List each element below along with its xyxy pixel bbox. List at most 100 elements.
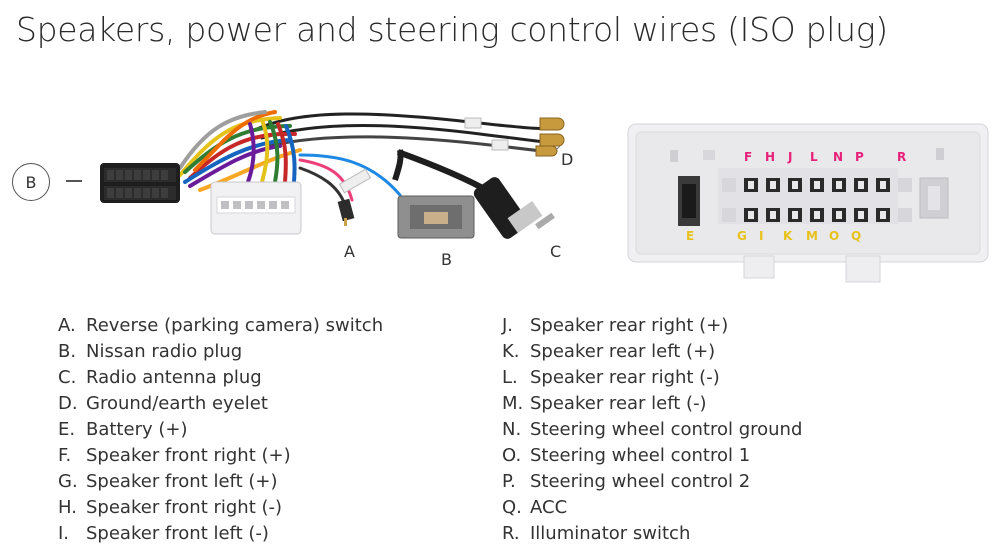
wire-bundle [178, 110, 302, 192]
legend-text: Ground/earth eyelet [86, 393, 268, 414]
nissan-plug-icon [392, 149, 475, 239]
legend-item: D. Ground/earth eyelet [58, 391, 383, 417]
connector-face-icon [627, 123, 989, 283]
legend-item: K. Speaker rear left (+) [502, 339, 802, 365]
legend-item: G.Speaker front left (+) [58, 469, 383, 495]
legend-letter: K. [502, 341, 520, 362]
legend-text: Illuminator switch [530, 523, 691, 544]
connector-pins [722, 178, 912, 222]
badge-leader [66, 180, 82, 182]
pin-contact [836, 181, 842, 189]
legend-text: Speaker rear right (+) [530, 315, 729, 336]
legend-text: Speaker rear left (-) [530, 393, 707, 414]
legend-letter: H. [58, 497, 77, 518]
pin-socket [898, 178, 912, 192]
pin-letter: I [759, 229, 764, 243]
pin-socket [722, 208, 736, 222]
legend-letter: E. [58, 419, 76, 440]
legend-letter: B. [58, 341, 77, 362]
pin-contact [858, 211, 864, 219]
legend-item: R. Illuminator switch [502, 521, 802, 547]
legend-letter: M. [502, 393, 524, 414]
pin-contact [770, 181, 776, 189]
legend-text: Steering wheel control 1 [530, 445, 751, 466]
label-d: D [561, 150, 574, 169]
legend-text: Nissan radio plug [86, 341, 243, 362]
legend-text: Speaker rear right (-) [530, 367, 720, 388]
label-c: C [550, 242, 562, 261]
antenna-plug-icon [396, 149, 555, 239]
legend-letter: N. [502, 419, 522, 440]
legend-item: N. Steering wheel control ground [502, 417, 802, 443]
legend-item: O. Steering wheel control 1 [502, 443, 802, 469]
pin-contact [792, 211, 798, 219]
legend-text: Speaker front left (+) [86, 471, 278, 492]
label-a: A [344, 242, 355, 261]
pin-letter: L [810, 150, 818, 164]
legend-letter: P. [502, 471, 516, 492]
legend-item: Q. ACC [502, 495, 802, 521]
legend-text: Speaker front right (-) [86, 497, 283, 518]
legend-text: Steering wheel control 2 [530, 471, 751, 492]
legend-item: B. Nissan radio plug [58, 339, 383, 365]
pin-letter: R [897, 150, 907, 164]
legend-text: Battery (+) [86, 419, 188, 440]
pin-letter: M [806, 229, 818, 243]
reverse-wires [298, 153, 402, 207]
pin-contact [814, 211, 820, 219]
legend-letter: C. [58, 367, 77, 388]
legend-text: Speaker front right (+) [86, 445, 291, 466]
pin-letter: F [744, 150, 753, 164]
pin-contact [880, 181, 886, 189]
ground-wires [253, 112, 554, 154]
pin-socket [898, 208, 912, 222]
pin-letter: Q [851, 229, 862, 243]
legend-letter: A. [58, 315, 76, 336]
legend-right: J. Speaker rear right (+) K. Speaker rear l… [502, 313, 802, 547]
legend-letter: O. [502, 445, 522, 466]
legend-item: I. Speaker front left (-) [58, 521, 383, 547]
legend-item: J. Speaker rear right (+) [502, 313, 802, 339]
legend-item: C. Radio antenna plug [58, 365, 383, 391]
legend-letter: R. [502, 523, 520, 544]
legend-text: ACC [530, 497, 568, 518]
pin-letter: G [737, 229, 747, 243]
plug-badge: B [12, 163, 50, 201]
pin-contact [748, 211, 754, 219]
iso-plug-icon [210, 181, 302, 235]
label-b: B [441, 250, 452, 269]
pin-contact [770, 211, 776, 219]
legend-item: H. Speaker front right (-) [58, 495, 383, 521]
pin-contact [792, 181, 798, 189]
legend-letter: L. [502, 367, 518, 388]
legend-letter: D. [58, 393, 78, 414]
pin-letter: H [765, 150, 776, 164]
legend-item: M. Speaker rear left (-) [502, 391, 802, 417]
pin-contact [748, 181, 754, 189]
pin-contact [858, 181, 864, 189]
wiring-diagram [100, 110, 989, 283]
legend-letter: Q. [502, 497, 522, 518]
legend-letter: I. [58, 523, 70, 544]
pin-letter: E [686, 229, 695, 243]
legend-item: L. Speaker rear right (-) [502, 365, 802, 391]
legend-item: F.Speaker front right (+) [58, 443, 383, 469]
radio-plug-icon [100, 163, 180, 203]
legend-text: Speaker rear left (+) [530, 341, 716, 362]
pin-contact [814, 181, 820, 189]
pin-letter: J [788, 150, 793, 164]
legend-text: Speaker front left (-) [86, 523, 269, 544]
page-title: Speakers, power and steering control wir… [16, 10, 888, 49]
legend-item: A.Reverse (parking camera) switch [58, 313, 383, 339]
legend-text: Steering wheel control ground [530, 419, 803, 440]
legend-letter: J. [502, 315, 514, 336]
legend-item: P. Steering wheel control 2 [502, 469, 802, 495]
pin-contact [880, 211, 886, 219]
pin-letter: K [783, 229, 793, 243]
pin-letter: O [829, 229, 840, 243]
ground-eyelets-icon [535, 117, 565, 157]
legend-text: Radio antenna plug [86, 367, 262, 388]
pin-contact [836, 211, 842, 219]
pin-socket [722, 178, 736, 192]
